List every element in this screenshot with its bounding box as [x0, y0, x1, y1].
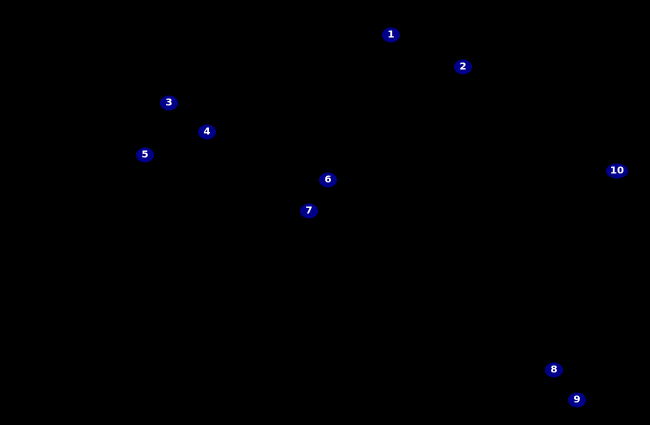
- marker-9[interactable]: 9: [568, 392, 586, 408]
- marker-6[interactable]: 6: [319, 172, 337, 188]
- marker-label: 8: [550, 364, 558, 375]
- marker-2[interactable]: 2: [454, 59, 472, 75]
- marker-7[interactable]: 7: [300, 203, 318, 219]
- marker-4[interactable]: 4: [198, 124, 216, 140]
- marker-label: 2: [459, 61, 467, 72]
- marker-label: 7: [305, 205, 313, 216]
- marker-label: 1: [387, 29, 395, 40]
- marker-label: 4: [203, 126, 211, 137]
- marker-label: 5: [141, 149, 149, 160]
- marker-label: 9: [573, 394, 581, 405]
- marker-5[interactable]: 5: [136, 147, 154, 163]
- marker-label: 3: [165, 97, 173, 108]
- marker-label: 10: [610, 165, 624, 176]
- marker-8[interactable]: 8: [545, 362, 563, 378]
- marker-3[interactable]: 3: [160, 95, 178, 111]
- marker-1[interactable]: 1: [382, 27, 400, 43]
- marker-10[interactable]: 10: [606, 163, 628, 179]
- marker-label: 6: [324, 174, 332, 185]
